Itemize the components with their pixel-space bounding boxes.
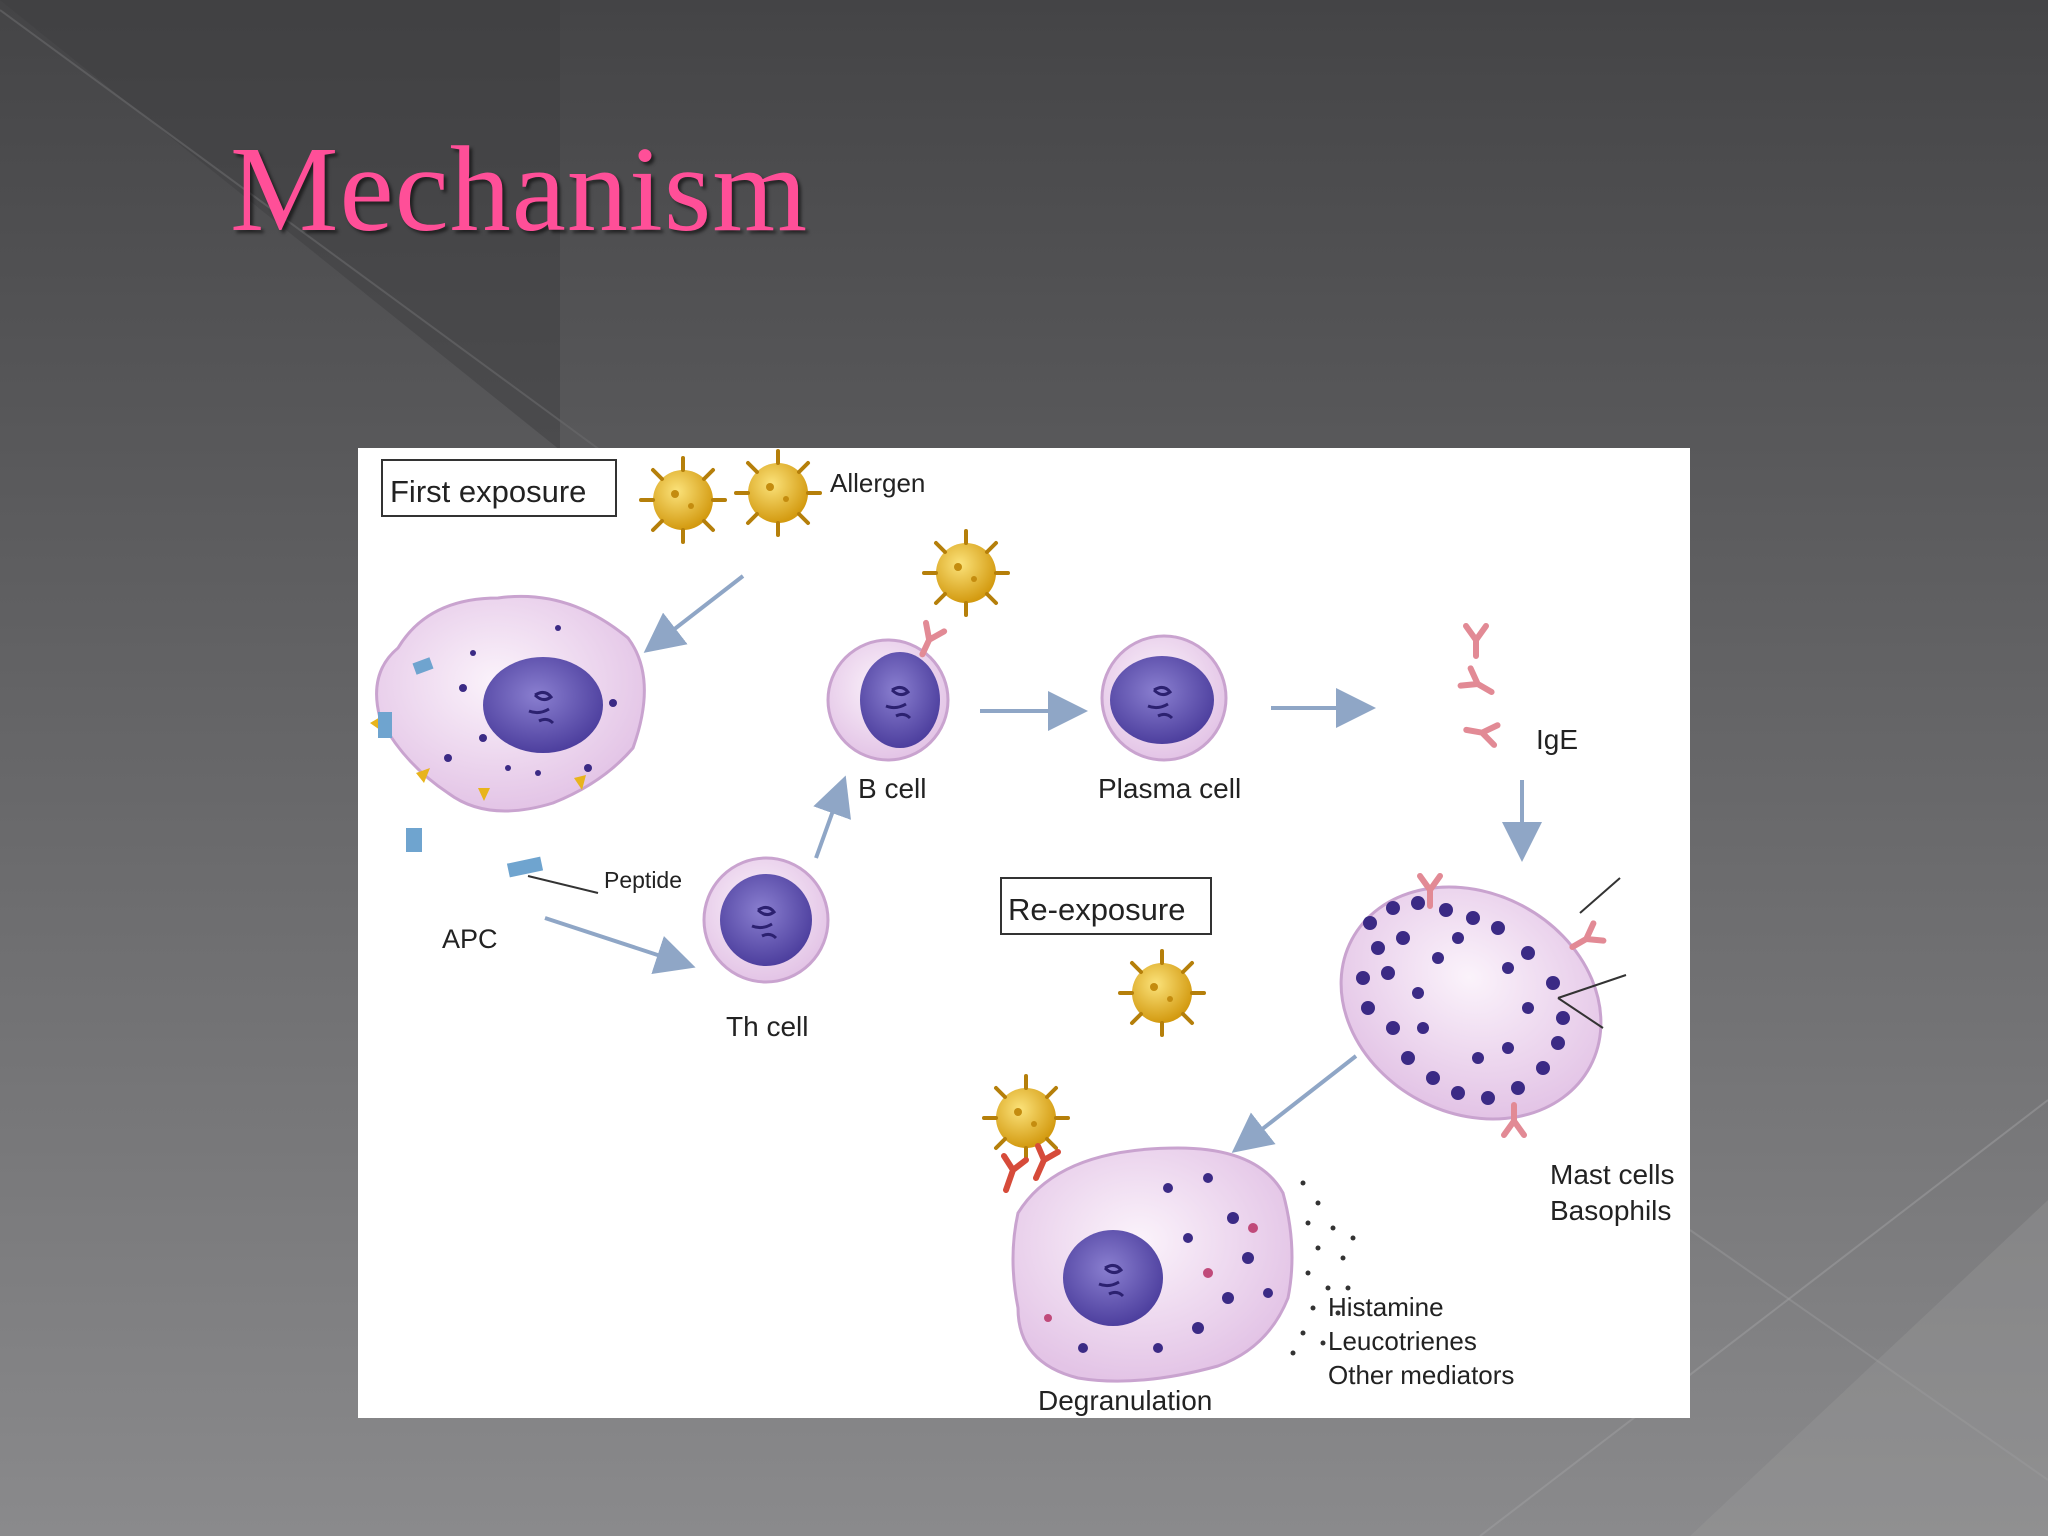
th-cell (704, 858, 828, 982)
th-cell-label: Th cell (726, 1011, 808, 1042)
apc-label: APC (442, 924, 498, 954)
plasma-cell-label: Plasma cell (1098, 773, 1241, 804)
arrow (545, 918, 688, 965)
degranulation-label: Degranulation (1038, 1385, 1212, 1416)
ige-label: IgE (1536, 724, 1578, 755)
mast-cells-label: Mast cells (1550, 1159, 1674, 1190)
first-exposure-label: First exposure (390, 474, 586, 509)
mediator-leucotrienes: Leucotrienes (1328, 1326, 1477, 1356)
allergen-pollen-icon (736, 451, 820, 535)
mechanism-diagram: First exposure Re-exposure Allergen Pept… (358, 448, 1690, 1418)
allergen-pollen-icon (924, 531, 1008, 615)
degranulating-cell (1004, 1146, 1356, 1381)
mast-cell (1300, 842, 1642, 1163)
arrow (650, 576, 743, 648)
arrow (1238, 1056, 1356, 1148)
b-cell (828, 623, 948, 760)
ige-antibodies-icon (1461, 626, 1498, 745)
allergy-mechanism-figure: First exposure Re-exposure Allergen Pept… (358, 448, 1690, 1418)
peptide-label: Peptide (604, 867, 682, 893)
arrow (816, 783, 843, 858)
mediator-other: Other mediators (1328, 1360, 1514, 1390)
b-cell-label: B cell (858, 773, 926, 804)
allergen-pollen-icon (1120, 951, 1204, 1035)
allergen-pollen-icon (984, 1076, 1068, 1160)
allergen-label: Allergen (830, 468, 925, 498)
slide-title: Mechanism (230, 120, 808, 260)
allergen-pollen-icon (641, 458, 725, 542)
basophils-label: Basophils (1550, 1195, 1671, 1226)
plasma-cell (1102, 636, 1226, 760)
mediator-histamine: Histamine (1328, 1292, 1444, 1322)
re-exposure-label: Re-exposure (1008, 892, 1185, 927)
apc-cell (370, 596, 644, 877)
